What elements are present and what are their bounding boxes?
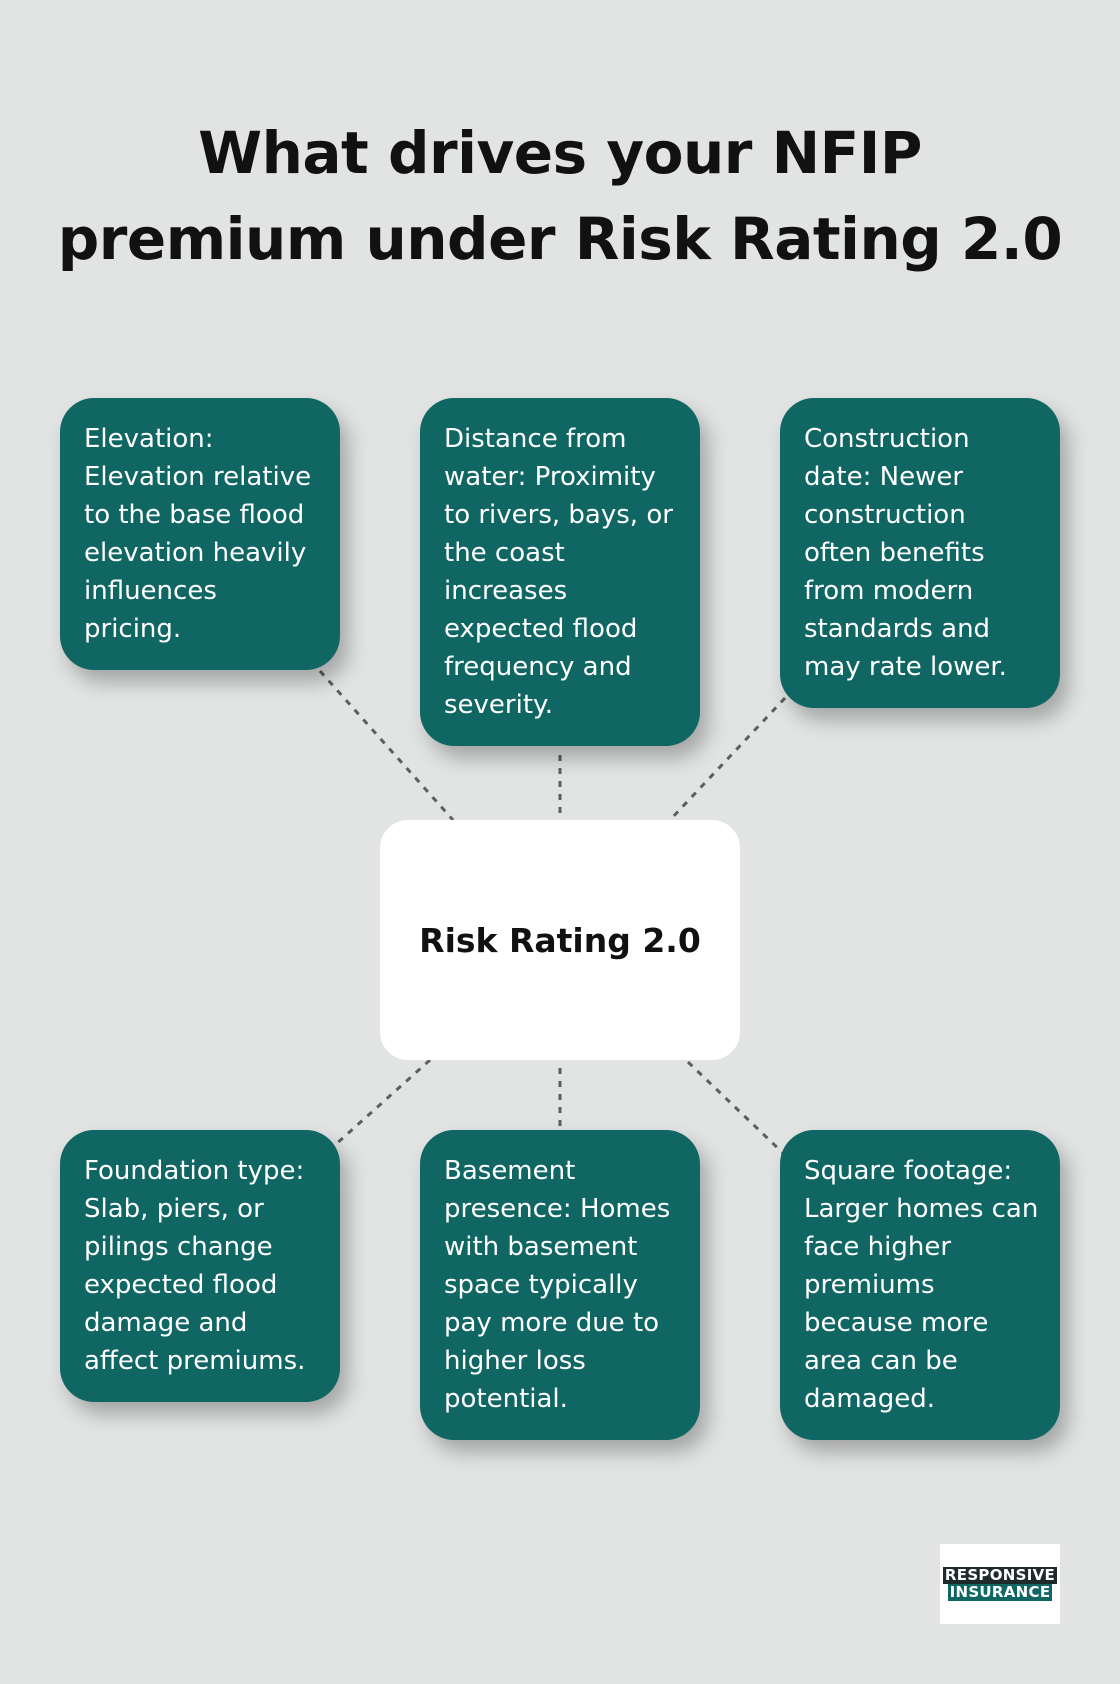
brand-logo: RESPONSIVE INSURANCE xyxy=(940,1544,1060,1624)
factor-text: Distance from water: Proximity to rivers… xyxy=(444,424,673,720)
factor-text: Foundation type: Slab, piers, or pilings… xyxy=(84,1156,306,1376)
factor-text: Construction date: Newer construction of… xyxy=(804,424,1007,682)
infographic-title: What drives your NFIP premium under Risk… xyxy=(0,110,1120,282)
logo-line-2: INSURANCE xyxy=(947,1583,1053,1601)
connector-construction xyxy=(668,696,787,822)
title-line-1: What drives your NFIP xyxy=(198,119,922,187)
factor-card-foundation-type: Foundation type: Slab, piers, or pilings… xyxy=(60,1130,340,1402)
logo-line-1: RESPONSIVE xyxy=(942,1566,1058,1584)
factor-card-square-footage: Square footage: Larger homes can face hi… xyxy=(780,1130,1060,1440)
factor-text: Basement presence: Homes with basement s… xyxy=(444,1156,671,1414)
factor-card-elevation: Elevation: Elevation relative to the bas… xyxy=(60,398,340,670)
connector-square-footage xyxy=(686,1060,787,1157)
factor-text: Elevation: Elevation relative to the bas… xyxy=(84,424,312,644)
factor-text: Square footage: Larger homes can face hi… xyxy=(804,1156,1039,1414)
factor-card-construction-date: Construction date: Newer construction of… xyxy=(780,398,1060,708)
factor-card-basement-presence: Basement presence: Homes with basement s… xyxy=(420,1130,700,1440)
title-line-2: premium under Risk Rating 2.0 xyxy=(57,205,1063,273)
factor-card-distance-from-water: Distance from water: Proximity to rivers… xyxy=(420,398,700,746)
center-label: Risk Rating 2.0 xyxy=(419,920,701,960)
center-node: Risk Rating 2.0 xyxy=(380,820,740,1060)
connector-foundation xyxy=(333,1058,432,1147)
